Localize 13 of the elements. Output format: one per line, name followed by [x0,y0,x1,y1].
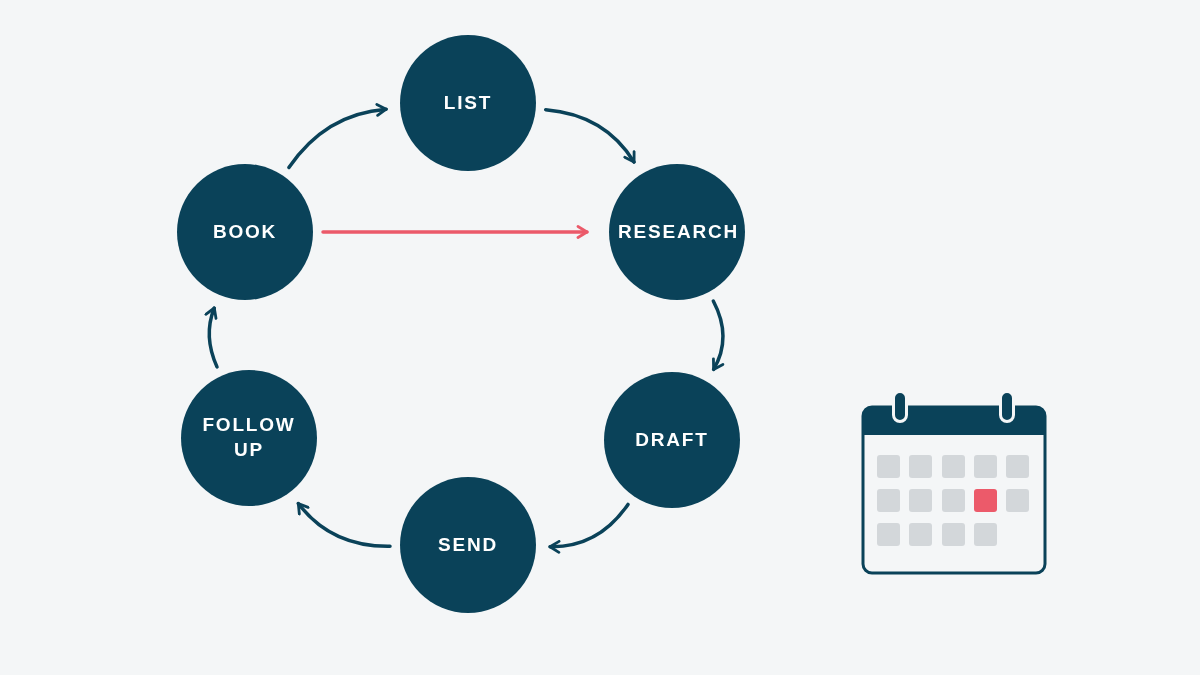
step-label: BOOK [212,219,278,244]
arrow [711,299,725,372]
arrow [321,225,589,239]
step-label: FOLLOW UP [201,413,297,462]
step-label: RESEARCH [618,219,736,244]
arrow [287,103,388,170]
step-label: DRAFT [635,427,709,452]
arrow [548,502,630,554]
arrow [543,107,636,164]
arrow [204,306,219,369]
arrow [296,501,392,549]
step-label: SEND [438,532,498,557]
step-label: LIST [443,90,493,115]
